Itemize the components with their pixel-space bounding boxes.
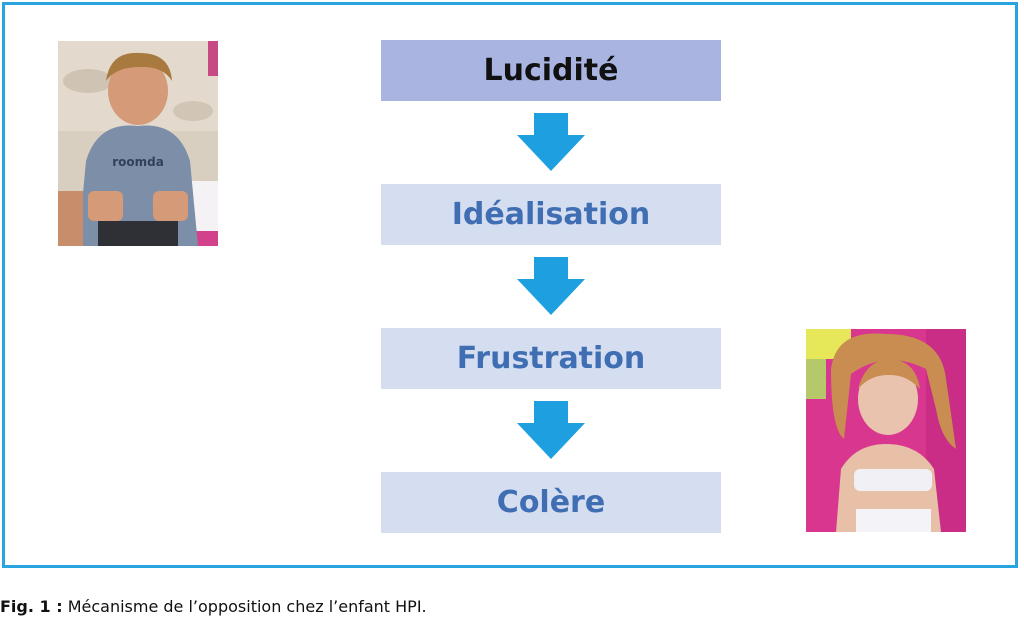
step-lucidite: Lucidité — [381, 40, 721, 101]
figure-caption-text: Mécanisme de l’opposition chez l’enfant … — [62, 597, 427, 616]
arrow-down-icon — [517, 257, 585, 315]
step-frustration: Frustration — [381, 328, 721, 389]
arrow-down-icon — [517, 401, 585, 459]
figure-label: Fig. 1 : — [0, 597, 63, 616]
svg-text:roomda: roomda — [112, 155, 164, 169]
boy-photo: roomda — [58, 41, 218, 246]
girl-photo — [806, 329, 966, 532]
step-colere: Colère — [381, 472, 721, 533]
arrow-down-icon — [517, 113, 585, 171]
figure-caption: Fig. 1 : Mécanisme de l’opposition chez … — [0, 597, 427, 616]
step-idealisation: Idéalisation — [381, 184, 721, 245]
